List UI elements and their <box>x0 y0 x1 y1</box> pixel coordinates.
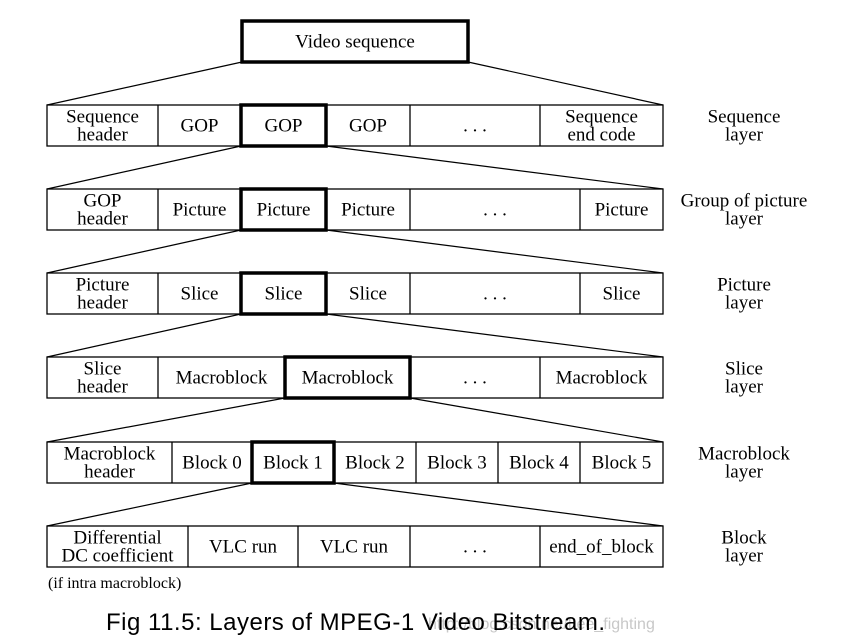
row-cell-label: . . . <box>463 368 487 389</box>
row-cell-label: Slice <box>181 284 219 305</box>
highlighted-cell <box>283 355 412 400</box>
row-cell-label: GOP <box>180 116 218 137</box>
video-sequence-label: Video sequence <box>295 32 415 53</box>
row-cell-label: Picture <box>595 200 649 221</box>
expansion-line-right <box>333 482 664 527</box>
row-cell-label: . . . <box>463 116 487 137</box>
row-cell-label: Block 1 <box>263 453 323 474</box>
row-outline <box>46 188 664 231</box>
expansion-line-right <box>325 313 664 358</box>
row-cell-label: Picture <box>257 200 311 221</box>
row-cell-label: Block 3 <box>427 453 487 474</box>
expansion-line-left <box>46 397 286 443</box>
expansion-line-left <box>46 313 242 358</box>
highlighted-cell <box>239 187 328 232</box>
row-cell-label: GOP <box>264 116 302 137</box>
row-cell-label: Block 4 <box>509 453 569 474</box>
row-cell-label: Slice <box>349 284 387 305</box>
row-cell-label: Block 0 <box>182 453 242 474</box>
row-cell-label: VLC run <box>209 537 278 558</box>
row-cell-label: Block 5 <box>592 453 652 474</box>
expansion-line-right <box>467 61 664 106</box>
video-sequence-box: Video sequence <box>240 19 470 64</box>
expansion-line-right <box>325 229 664 274</box>
figure-caption: Fig 11.5: Layers of MPEG-1 Video Bitstre… <box>106 609 605 636</box>
expansion-line-right <box>409 397 664 443</box>
row-cell-label: Slice <box>265 284 303 305</box>
row-cell-label: Block 2 <box>345 453 405 474</box>
row-outline <box>46 525 664 568</box>
row-outline <box>46 104 664 147</box>
highlighted-cell <box>239 103 328 148</box>
row-cell-label: VLC run <box>320 537 389 558</box>
row-cell-label: Slice <box>603 284 641 305</box>
expansion-line-left <box>46 482 253 527</box>
watermark: http://blog.csdn.net/Lee_fighting <box>428 616 655 633</box>
expansion-line-right <box>325 145 664 190</box>
row-outline <box>46 272 664 315</box>
expansion-line-left <box>46 61 243 106</box>
row-cell-label: Picture <box>173 200 227 221</box>
row-cell-label: Macroblock <box>302 368 394 389</box>
row-cell-label: Picture <box>341 200 395 221</box>
row-outline <box>46 441 664 484</box>
highlighted-cell <box>250 440 336 485</box>
row-cell-label: end_of_block <box>549 537 654 558</box>
row-cell-label: Macroblock <box>556 368 648 389</box>
expansion-line-left <box>46 229 242 274</box>
row-outline <box>46 356 664 399</box>
row-cell-label: GOP <box>349 116 387 137</box>
row-cell-label: . . . <box>483 200 507 221</box>
intra-macroblock-note: (if intra macroblock) <box>48 575 181 592</box>
row-cell-label: . . . <box>463 537 487 558</box>
row-cell-label: Macroblock <box>176 368 268 389</box>
highlighted-cell <box>239 271 328 316</box>
expansion-line-left <box>46 145 242 190</box>
row-cell-label: . . . <box>483 284 507 305</box>
connector-lines <box>46 61 664 527</box>
